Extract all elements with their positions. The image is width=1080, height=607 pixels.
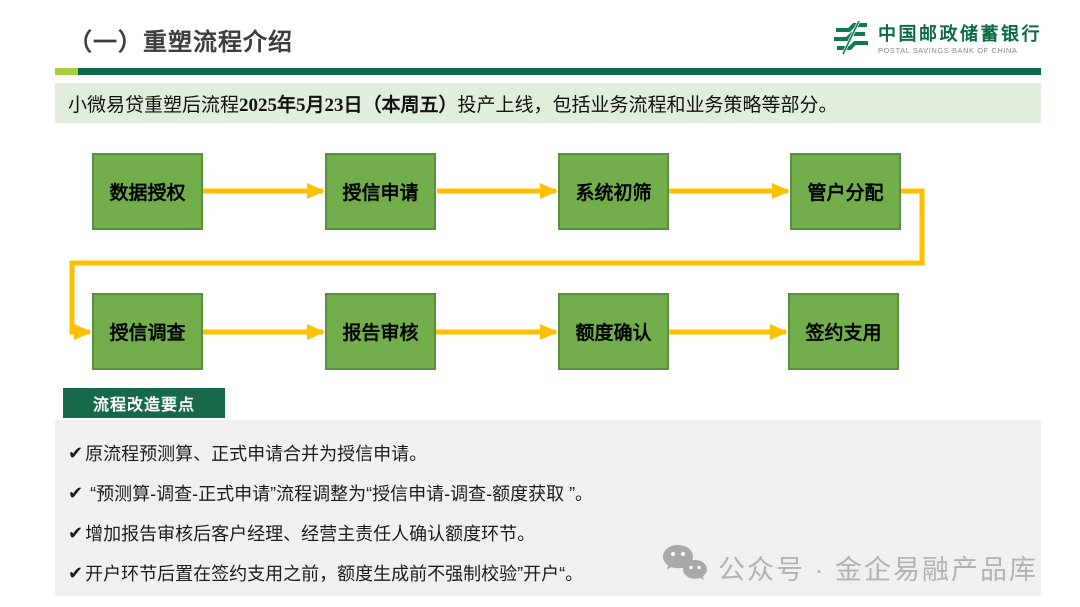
- point-text: 原流程预测算、正式申请合并为授信申请。: [85, 444, 428, 464]
- flow-step-credit-apply: 授信申请: [325, 153, 436, 230]
- flow-step-data-auth: 数据授权: [92, 153, 203, 230]
- point-row: ✔ 原流程预测算、正式申请合并为授信申请。: [68, 433, 1041, 473]
- psbc-emblem-icon: [831, 18, 871, 63]
- flow-step-system-screen: 系统初筛: [558, 153, 669, 230]
- check-icon: ✔: [68, 562, 84, 583]
- arrow-wrap: [69, 188, 925, 340]
- header-divider-main: [78, 68, 1041, 75]
- page-title: （一）重塑流程介绍: [68, 29, 293, 56]
- header-divider: [55, 68, 1041, 75]
- section-label: 流程改造要点: [63, 388, 225, 418]
- banner-text-after: 投产上线，包括业务流程和业务策略等部分。: [457, 94, 838, 116]
- flow-step-report-review: 报告审核: [325, 293, 436, 370]
- point-row: ✔ “预测算-调查-正式申请”流程调整为“授信申请-调查-额度获取 ”。: [68, 473, 1041, 513]
- bank-name-en: POSTAL SAVINGS BANK OF CHINA: [878, 46, 1018, 56]
- watermark: 公众号 · 金企易融产品库: [660, 543, 1038, 592]
- bank-name-cn: 中国邮政储蓄银行: [878, 24, 1042, 45]
- point-text: 开户环节后置在签约支用之前，额度生成前不强制校验”开户“。: [85, 564, 584, 584]
- point-text: “预测算-调查-正式申请”流程调整为“授信申请-调查-额度获取 ”。: [85, 484, 594, 504]
- point-row: ✔ 增加报告审核后客户经理、经营主责任人确认额度环节。: [68, 513, 1041, 553]
- flow-step-limit-confirm: 额度确认: [558, 293, 669, 370]
- bank-logo: 中国邮政储蓄银行 POSTAL SAVINGS BANK OF CHINA: [831, 18, 1042, 63]
- wechat-icon: [660, 543, 708, 592]
- flow-step-sign-drawdown: 签约支用: [788, 293, 899, 370]
- point-row: ✔ 开户环节后置在签约支用之前，额度生成前不强制校验”开户“。: [68, 553, 1041, 593]
- banner-date: 2025年5月23日（本周五）: [239, 94, 458, 116]
- flow-step-credit-survey: 授信调查: [92, 293, 203, 370]
- banner-text-before: 小微易贷重塑后流程: [68, 94, 240, 116]
- header-divider-accent: [55, 68, 78, 75]
- flow-step-account-assign: 管户分配: [790, 153, 901, 230]
- point-text: 增加报告审核后客户经理、经营主责任人确认额度环节。: [85, 524, 536, 544]
- watermark-text: 公众号 · 金企易融产品库: [718, 555, 1038, 585]
- check-icon: ✔: [68, 482, 84, 503]
- bank-logo-text: 中国邮政储蓄银行 POSTAL SAVINGS BANK OF CHINA: [878, 25, 1042, 55]
- key-points-panel: ✔ 原流程预测算、正式申请合并为授信申请。 ✔ “预测算-调查-正式申请”流程调…: [55, 420, 1041, 596]
- check-icon: ✔: [68, 442, 84, 463]
- check-icon: ✔: [68, 522, 84, 543]
